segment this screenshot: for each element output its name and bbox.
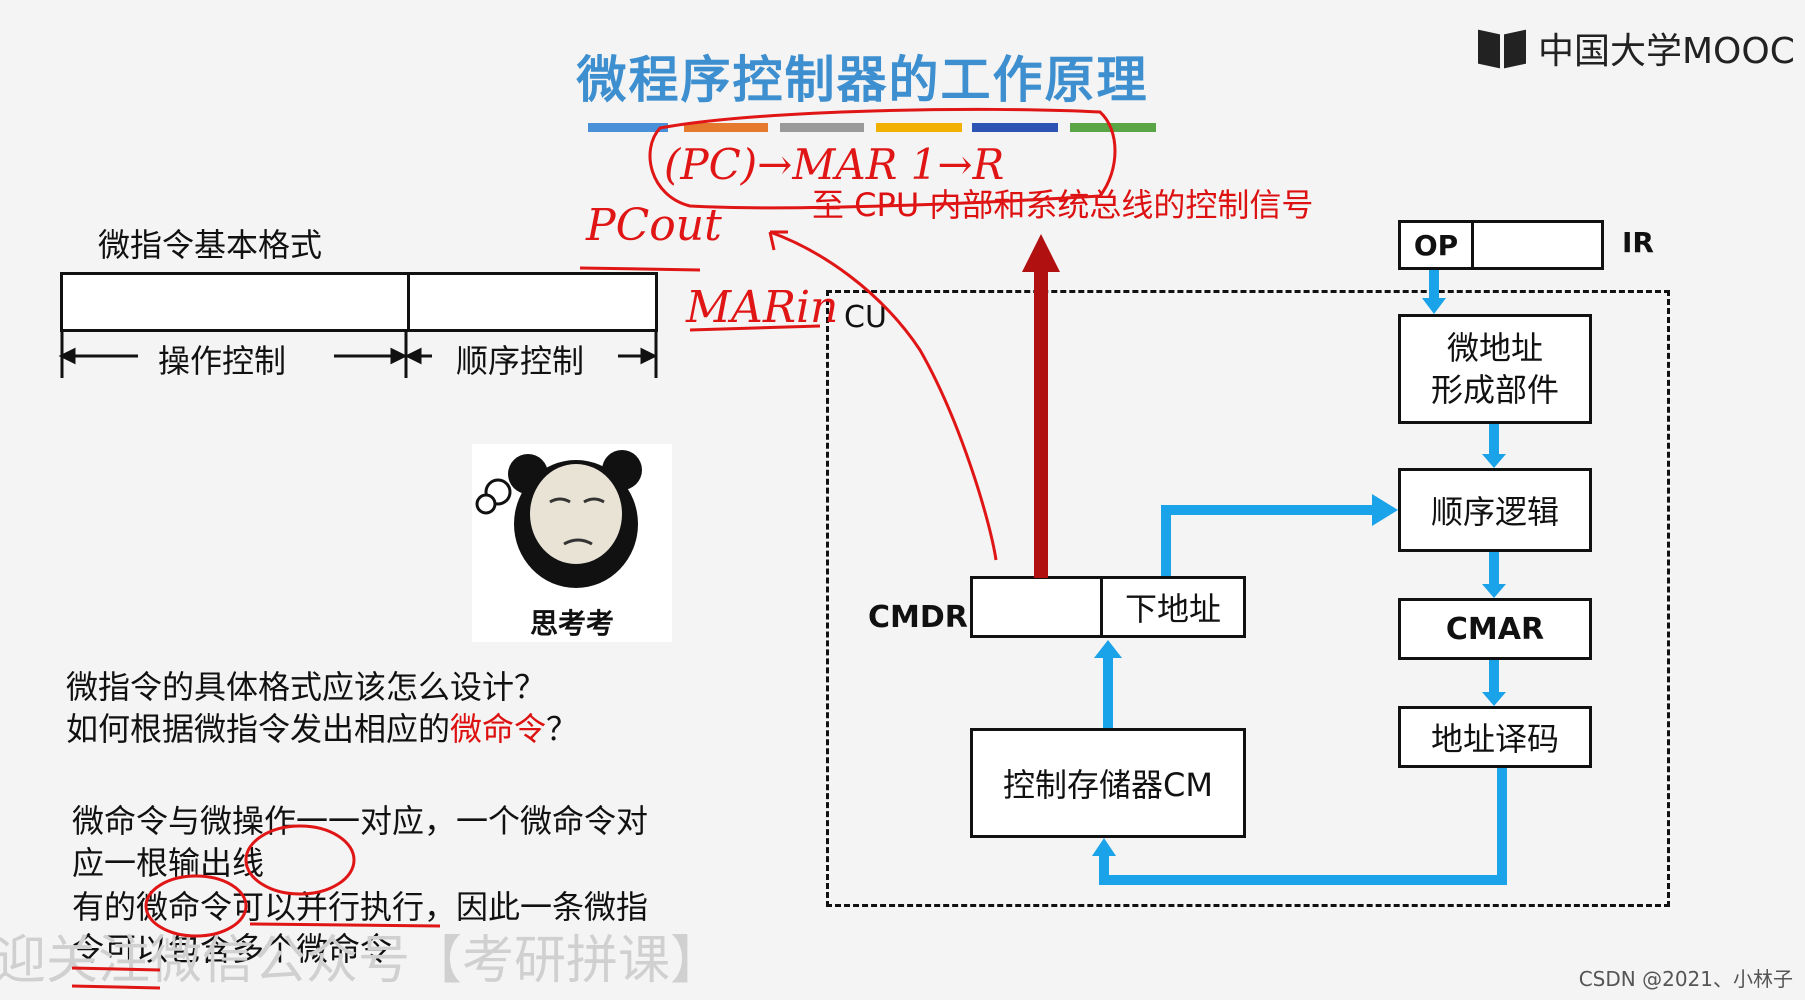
color-bar-3	[780, 123, 864, 132]
op-label: OP	[1401, 223, 1474, 267]
op-ctrl-label: 操作控制	[158, 342, 287, 380]
handwriting-3: MARin	[686, 282, 839, 333]
micro-addr-gen-line1: 微地址	[1446, 329, 1543, 367]
decode-to-cm-arrow	[1099, 768, 1507, 885]
watermark-overlay: 迎关注微信公众号【考研拼课】	[0, 931, 723, 991]
format-table	[60, 272, 658, 332]
color-bar-5	[972, 123, 1058, 132]
question-2-suffix: ？	[546, 710, 579, 748]
cu-label: CU	[844, 300, 887, 335]
cu-frame	[826, 290, 1670, 907]
cmdr-label: CMDR	[868, 600, 968, 635]
seq-logic-box: 顺序逻辑	[1398, 468, 1592, 552]
addr-decode-box: 地址译码	[1398, 706, 1592, 768]
cmar-box: CMAR	[1398, 598, 1592, 660]
seq-ctrl-label: 顺序控制	[456, 342, 585, 380]
micro-addr-gen-box: 微地址 形成部件	[1398, 314, 1592, 424]
meme-caption: 思考考	[529, 607, 614, 640]
panda-meme: 思考考	[472, 444, 672, 642]
color-bar-6	[1070, 123, 1156, 132]
control-store-box: 控制存储器CM	[970, 728, 1246, 838]
handwriting-1: (PC)→MAR 1→R	[664, 140, 1005, 189]
logo-text: 中国大学MOOC	[1538, 31, 1795, 72]
mooc-logo: 中国大学MOOC	[1478, 22, 1795, 74]
page-title: 微程序控制器的工作原理	[576, 51, 1149, 109]
paragraph-1: 微命令与微操作一一对应，一个微命令对应一根输出线	[72, 802, 649, 882]
question-2-prefix: 如何根据微指令发出相应的	[66, 710, 451, 748]
ir-label: IR	[1622, 226, 1654, 259]
handwriting-2: PCout	[586, 200, 722, 251]
question-1: 微指令的具体格式应该怎么设计？	[66, 668, 547, 706]
next-addr-field: 下地址	[1100, 579, 1243, 635]
question-2-red: 微命令	[450, 710, 547, 748]
micro-addr-gen-line2: 形成部件	[1430, 371, 1559, 409]
cmdr-register: 下地址	[970, 576, 1246, 638]
format-heading: 微指令基本格式	[98, 226, 323, 264]
handwritten-annotations	[71, 107, 1117, 990]
paragraph-2: 有的微命令可以并行执行，因此一条微指令可以包含多个微命令	[72, 888, 649, 968]
control-signal-arrow	[1022, 234, 1060, 578]
nextaddr-to-seq-arrow	[1161, 505, 1374, 576]
color-bar-1	[588, 123, 668, 132]
op-ctrl-span-arrow	[58, 332, 658, 378]
footer-credit: CSDN @2021、小林子	[1578, 967, 1793, 991]
ir-register: OP	[1398, 220, 1604, 270]
color-bar-4	[876, 123, 962, 132]
format-divider	[407, 272, 410, 332]
question-2: 如何根据微指令发出相应的微命令？	[66, 708, 578, 750]
panda-icon	[475, 450, 642, 588]
color-bar-2	[684, 123, 768, 132]
